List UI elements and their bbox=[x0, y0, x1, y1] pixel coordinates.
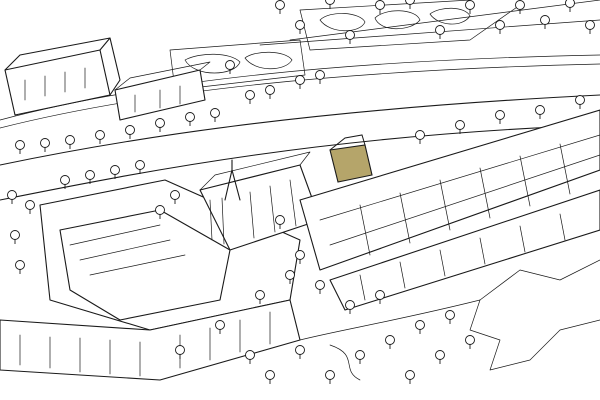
tree-icon bbox=[110, 165, 120, 179]
tree-icon bbox=[95, 130, 105, 144]
tree-icon bbox=[15, 260, 25, 274]
tree-icon bbox=[295, 20, 305, 34]
highlighted-building bbox=[329, 134, 373, 183]
tree-icon bbox=[295, 345, 305, 359]
tree-icon bbox=[385, 335, 395, 349]
tree-icon bbox=[225, 60, 235, 74]
tree-icon bbox=[265, 370, 275, 384]
tree-icon bbox=[255, 290, 265, 304]
tree-icon bbox=[125, 125, 135, 139]
tree-icon bbox=[155, 118, 165, 132]
tree-icon bbox=[185, 112, 195, 126]
trees-layer bbox=[7, 0, 595, 384]
tree-icon bbox=[15, 140, 25, 154]
east-range bbox=[299, 109, 600, 311]
tree-icon bbox=[170, 190, 180, 204]
tree-icon bbox=[375, 0, 385, 14]
tree-icon bbox=[465, 335, 475, 349]
tree-icon bbox=[245, 350, 255, 364]
tree-icon bbox=[135, 160, 145, 174]
tree-icon bbox=[535, 105, 545, 119]
tree-icon bbox=[25, 200, 35, 214]
tree-icon bbox=[295, 75, 305, 89]
tree-icon bbox=[540, 15, 550, 29]
tree-icon bbox=[375, 290, 385, 304]
tree-icon bbox=[565, 0, 575, 12]
tree-icon bbox=[295, 250, 305, 264]
tree-icon bbox=[7, 190, 17, 204]
tree-icon bbox=[575, 95, 585, 109]
tree-icon bbox=[325, 370, 335, 384]
tree-icon bbox=[65, 135, 75, 149]
tree-icon bbox=[155, 205, 165, 219]
tree-icon bbox=[435, 350, 445, 364]
tree-icon bbox=[275, 215, 285, 229]
tree-icon bbox=[265, 85, 275, 99]
tree-icon bbox=[60, 175, 70, 189]
tree-icon bbox=[285, 270, 295, 284]
tree-icon bbox=[415, 130, 425, 144]
tree-icon bbox=[495, 20, 505, 34]
tree-icon bbox=[175, 345, 185, 359]
north-buildings bbox=[4, 37, 211, 121]
tree-icon bbox=[345, 300, 355, 314]
tree-icon bbox=[495, 110, 505, 124]
south-terrain bbox=[299, 259, 600, 381]
tree-icon bbox=[405, 370, 415, 384]
tree-icon bbox=[85, 170, 95, 184]
tree-icon bbox=[405, 0, 415, 9]
tree-icon bbox=[210, 108, 220, 122]
tree-icon bbox=[355, 350, 365, 364]
tree-icon bbox=[455, 120, 465, 134]
tree-icon bbox=[325, 0, 335, 9]
tree-icon bbox=[10, 230, 20, 244]
tree-icon bbox=[315, 70, 325, 84]
tree-icon bbox=[515, 0, 525, 14]
tree-icon bbox=[445, 310, 455, 324]
tree-icon bbox=[415, 320, 425, 334]
tree-icon bbox=[585, 20, 595, 34]
tree-icon bbox=[275, 0, 285, 14]
tree-icon bbox=[245, 90, 255, 104]
tree-icon bbox=[465, 0, 475, 14]
tree-icon bbox=[345, 30, 355, 44]
tree-icon bbox=[435, 25, 445, 39]
tree-icon bbox=[215, 320, 225, 334]
tree-icon bbox=[40, 138, 50, 152]
tree-icon bbox=[315, 280, 325, 294]
